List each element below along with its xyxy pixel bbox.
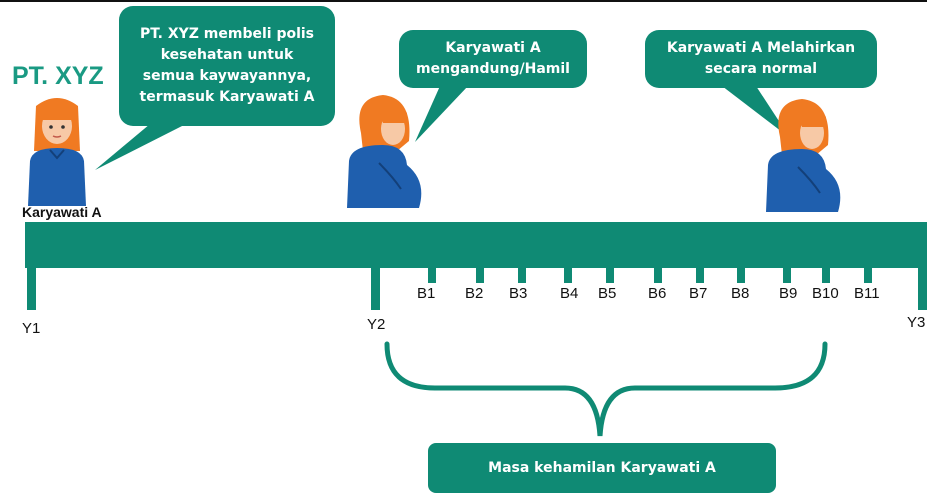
month-tick-b1: [428, 266, 436, 283]
year-label-y3: Y3: [907, 314, 926, 331]
month-tick-b7: [696, 266, 704, 283]
month-tick-b3: [518, 266, 526, 283]
pregnant-employee-icon: [347, 95, 422, 208]
employee-label: Karyawati A: [22, 204, 102, 220]
month-label-b8: B8: [731, 285, 750, 302]
month-label-b6: B6: [648, 285, 667, 302]
month-label-b9: B9: [779, 285, 798, 302]
year-tick-y1: [27, 266, 36, 310]
month-tick-b6: [654, 266, 662, 283]
month-tick-b8: [737, 266, 745, 283]
pregnancy-period-box: Masa kehamilan Karyawati A: [428, 443, 776, 493]
month-label-b7: B7: [689, 285, 708, 302]
year-label-y1: Y1: [22, 320, 41, 337]
pregnancy-period-label: Masa kehamilan Karyawati A: [488, 460, 716, 476]
month-tick-b9: [783, 266, 791, 283]
month-label-b11: B11: [854, 285, 880, 302]
month-label-b1: B1: [417, 285, 436, 302]
month-tick-b4: [564, 266, 572, 283]
month-tick-b10: [822, 266, 830, 283]
month-tick-b2: [476, 266, 484, 283]
timeline-bar: [25, 222, 927, 268]
month-label-b10: B10: [812, 285, 839, 302]
speech-bubble-policy-text: PT. XYZ membeli polis kesehatan untuk se…: [139, 26, 315, 105]
top-rule: [0, 0, 927, 2]
year-label-y2: Y2: [367, 316, 386, 333]
speech-bubble-policy: PT. XYZ membeli polis kesehatan untuk se…: [119, 6, 335, 126]
year-tick-y3: [918, 266, 927, 310]
employee-standing-icon: [28, 98, 86, 206]
month-tick-b11: [864, 266, 872, 283]
speech-bubble-birth: Karyawati A Melahirkan secara normal: [645, 30, 877, 88]
month-label-b2: B2: [465, 285, 484, 302]
company-name: PT. XYZ: [12, 62, 104, 90]
speech-bubble-pregnant-text: Karyawati A mengandung/Hamil: [416, 40, 570, 77]
pregnant-employee-birth-icon: [766, 99, 841, 212]
month-tick-b5: [606, 266, 614, 283]
speech-bubble-pregnant: Karyawati A mengandung/Hamil: [399, 30, 587, 88]
month-label-b3: B3: [509, 285, 528, 302]
year-tick-y2: [371, 266, 380, 310]
speech-bubble-birth-text: Karyawati A Melahirkan secara normal: [666, 40, 856, 77]
pregnancy-period-brace: [384, 341, 828, 437]
month-label-b5: B5: [598, 285, 617, 302]
month-label-b4: B4: [560, 285, 579, 302]
